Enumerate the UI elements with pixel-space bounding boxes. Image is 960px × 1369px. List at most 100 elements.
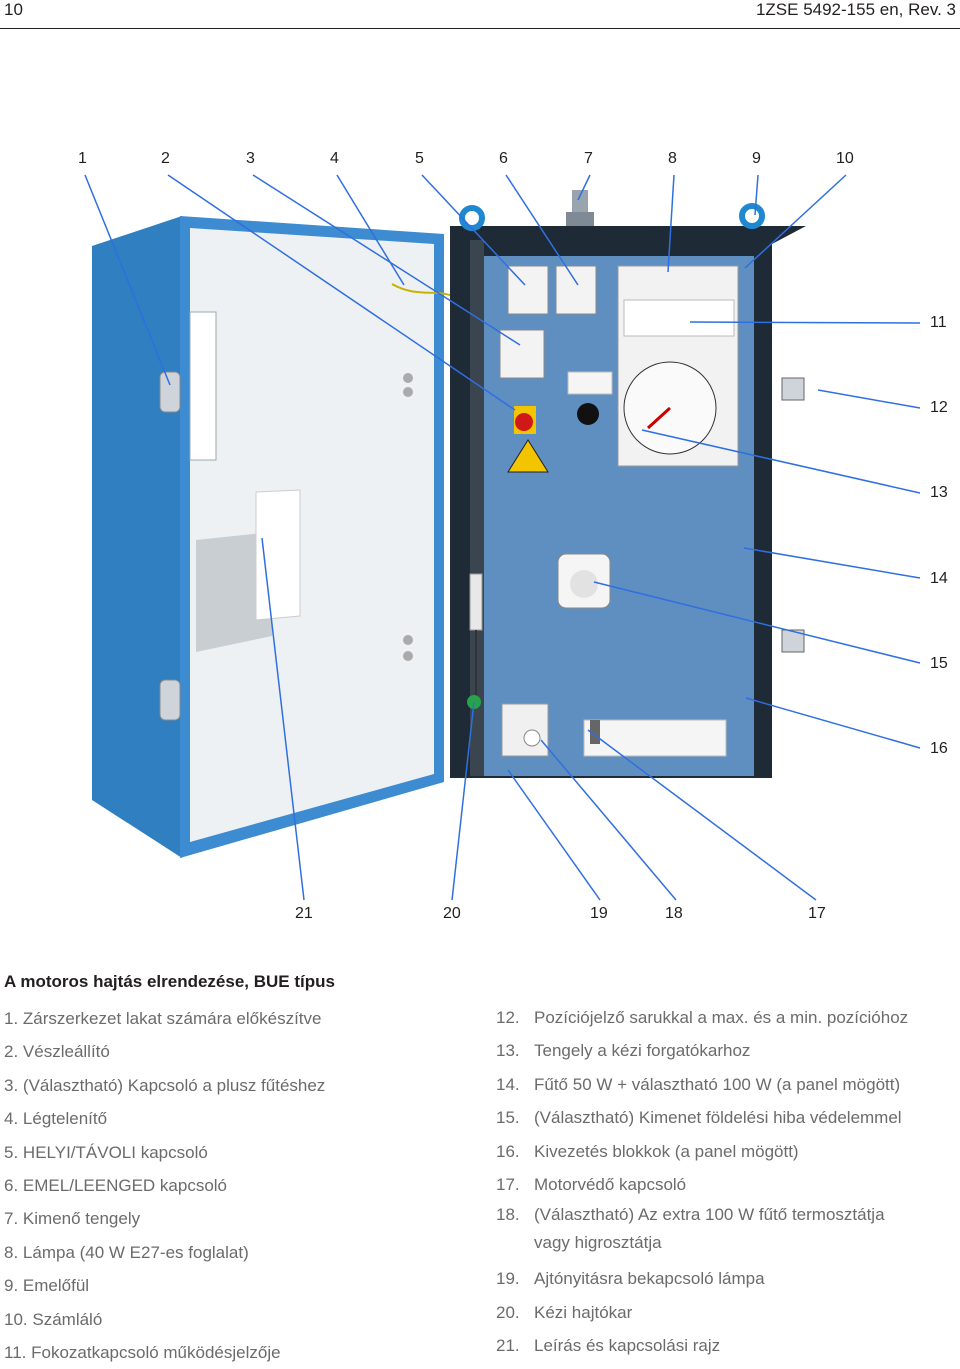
legend-text: EMEL/LEENGED kapcsoló xyxy=(22,1176,228,1196)
legend-item: 7. Kimenő tengely xyxy=(4,1202,325,1235)
legend-num: 21. xyxy=(496,1336,520,1356)
dial-pointer xyxy=(646,406,672,430)
legend-num: 3. xyxy=(4,1075,19,1095)
callout-19: 19 xyxy=(590,905,608,922)
door-edge xyxy=(92,216,182,858)
callout-8: 8 xyxy=(668,150,677,167)
legend-right: 12. Pozíciójelző sarukkal a max. és a min… xyxy=(496,1001,908,1363)
motor-drive-figure: 1 2 3 4 5 6 7 8 9 10 11 12 13 14 15 16 2… xyxy=(0,30,960,940)
callout-3: 3 xyxy=(246,150,255,167)
door-bolt xyxy=(403,635,413,645)
legend-text: Kézi hajtókar xyxy=(534,1302,633,1322)
header-rule xyxy=(0,28,960,29)
legend-text-continued: vagy higrosztátja xyxy=(534,1233,662,1253)
legend-text: Kimenő tengely xyxy=(22,1209,141,1229)
legend-item: 16.Kivezetés blokkok (a panel mögött) xyxy=(496,1135,908,1168)
lifting-lug xyxy=(459,205,485,231)
warning-sign xyxy=(507,439,549,473)
legend-text: Leírás és kapcsolási rajz xyxy=(534,1336,721,1356)
legend-num: 15. xyxy=(496,1108,520,1128)
legend-text: HELYI/TÁVOLI kapcsoló xyxy=(22,1142,208,1162)
callout-9: 9 xyxy=(752,150,761,167)
thermostat-knob xyxy=(523,729,541,747)
legend-num: 9. xyxy=(4,1276,19,1296)
legend-num: 14. xyxy=(496,1074,520,1094)
legend-text: Tengely a kézi forgatókarhoz xyxy=(534,1041,751,1061)
legend-text: Motorvédő kapcsoló xyxy=(534,1175,687,1195)
page-header: 10 1ZSE 5492-155 en, Rev. 3 xyxy=(0,0,960,28)
legend-num: 7. xyxy=(4,1209,19,1229)
motor-protection-switch xyxy=(590,720,600,744)
callout-4: 4 xyxy=(330,150,339,167)
legend-text: Ajtónyitásra bekapcsoló lámpa xyxy=(534,1269,765,1289)
thermostat xyxy=(501,703,549,757)
legend-num: 17. xyxy=(496,1175,520,1195)
legend-text: Légtelenítő xyxy=(22,1109,108,1129)
legend-item: 6. EMEL/LEENGED kapcsoló xyxy=(4,1169,325,1202)
callout-13: 13 xyxy=(930,484,948,501)
legend-item: 20. Kézi hajtókar xyxy=(496,1296,908,1329)
legend-text: Lámpa (40 W E27-es foglalat) xyxy=(22,1242,249,1262)
legend-item: 15.(Választható) Kimenet földelési hiba … xyxy=(496,1101,908,1134)
legend-item: 21. Leírás és kapcsolási rajz xyxy=(496,1329,908,1362)
callout-18: 18 xyxy=(665,905,683,922)
legend-num: 11. xyxy=(4,1343,27,1363)
legend-item: 13. Tengely a kézi forgatókarhoz xyxy=(496,1034,908,1067)
figure-caption: A motoros hajtás elrendezése, BUE típus xyxy=(4,972,335,991)
callout-16: 16 xyxy=(930,740,948,757)
legend-text: Vészleállító xyxy=(22,1042,110,1062)
callout-6: 6 xyxy=(499,150,508,167)
legend-num: 5. xyxy=(4,1142,19,1162)
legend-text: Kivezetés blokkok (a panel mögött) xyxy=(534,1141,799,1161)
legend-num: 8. xyxy=(4,1242,19,1262)
legend-text: (Választható) Kapcsoló a plusz fűtéshez xyxy=(22,1075,326,1095)
legend-num: 18. xyxy=(496,1205,520,1225)
legend-num: 19. xyxy=(496,1269,520,1289)
door-window xyxy=(189,311,217,461)
callout-10: 10 xyxy=(836,150,854,167)
users-manual xyxy=(255,489,301,621)
document-reference: 1ZSE 5492-155 en, Rev. 3 xyxy=(755,0,956,19)
switch-heater xyxy=(499,329,545,379)
callout-15: 15 xyxy=(930,655,948,672)
callout-17: 17 xyxy=(808,905,826,922)
motor-protection-label xyxy=(583,719,727,757)
legend-item: 14. Fűtő 50 W + választható 100 W (a pane… xyxy=(496,1068,908,1101)
hand-crank-shaft xyxy=(577,403,599,425)
legend-item: 4. Légtelenítő xyxy=(4,1102,325,1135)
legend-num: 1. xyxy=(4,1009,19,1028)
door-bolt xyxy=(403,373,413,383)
door-hinge-bottom xyxy=(159,679,181,721)
legend-item: 12. Pozíciójelző sarukkal a max. és a min… xyxy=(496,1001,908,1034)
legend-item: 19. Ajtónyitásra bekapcsoló lámpa xyxy=(496,1262,908,1295)
callout-2: 2 xyxy=(161,150,170,167)
legend-item: 11. Fokozatkapcsoló működésjelzője xyxy=(4,1336,325,1369)
callout-leaders xyxy=(84,174,921,901)
legend-item: 8. Lámpa (40 W E27-es foglalat) xyxy=(4,1236,325,1269)
lifting-lug xyxy=(739,203,765,229)
legend-text: Pozíciójelző sarukkal a max. és a min. p… xyxy=(534,1008,909,1027)
side-handle xyxy=(781,377,805,401)
legend-text: (Választható) Az extra 100 W fűtő termos… xyxy=(534,1205,885,1225)
legend-num: 20. xyxy=(496,1302,520,1322)
door-lamp xyxy=(469,573,483,631)
callout-12: 12 xyxy=(930,399,948,416)
legend-num: 6. xyxy=(4,1176,19,1196)
legend-item: 5. HELYI/TÁVOLI kapcsoló xyxy=(4,1136,325,1169)
legend-num: 13. xyxy=(496,1041,520,1061)
callout-1: 1 xyxy=(78,150,87,167)
legend-text: Fokozatkapcsoló működésjelzője xyxy=(31,1343,281,1363)
emergency-stop-button xyxy=(515,413,533,431)
legend-left: 1. Zárszerkezet lakat számára előkészítv… xyxy=(4,1002,325,1369)
legend-item: 2. Vészleállító xyxy=(4,1035,325,1068)
legend-text: Zárszerkezet lakat számára előkészítve xyxy=(22,1009,322,1028)
legend-item: 1. Zárszerkezet lakat számára előkészítv… xyxy=(4,1002,325,1035)
legend-text: Számláló xyxy=(32,1309,103,1329)
legend-num: 10. xyxy=(4,1309,28,1329)
legend-num: 12. xyxy=(496,1008,520,1027)
legend-item: 9. Emelőfül xyxy=(4,1269,325,1302)
legend-text: Fűtő 50 W + választható 100 W (a panel m… xyxy=(534,1074,901,1094)
door-hinge-top xyxy=(159,371,181,413)
output-shaft-base xyxy=(566,212,594,226)
switch-raise-lower xyxy=(555,265,597,315)
